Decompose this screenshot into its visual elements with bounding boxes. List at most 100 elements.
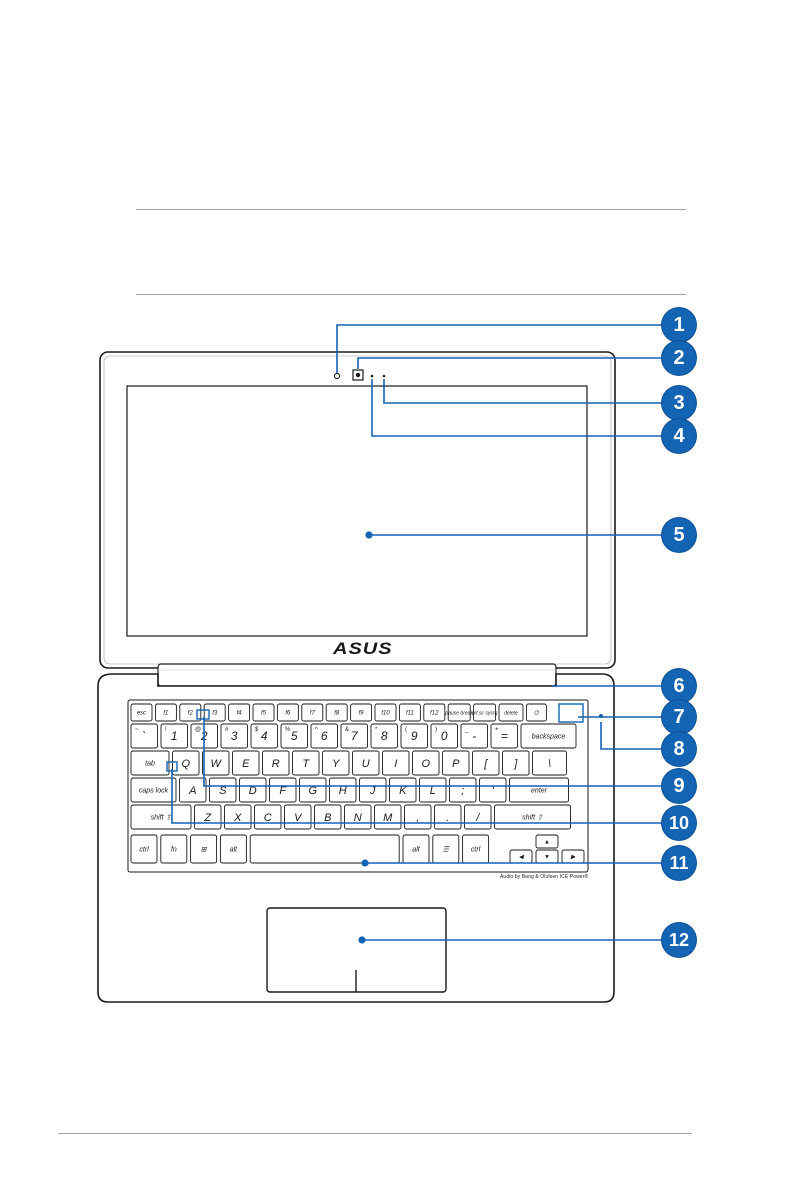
- callout-5: 5: [662, 518, 696, 552]
- power-button-highlight: [558, 703, 584, 723]
- key-f7-label: f7: [310, 711, 316, 717]
- key-key-2-label: ⊞: [201, 846, 208, 853]
- callout-7: 7: [662, 700, 696, 734]
- key-key-label: -: [472, 729, 476, 743]
- key-enter-label: enter: [531, 787, 548, 794]
- key-r-label: R: [272, 758, 280, 770]
- key-f1-label: f1: [163, 711, 168, 717]
- key-key-label: ]: [513, 758, 518, 770]
- key-keybackslash-label: \: [548, 758, 551, 770]
- key-6-shift-label: ^: [315, 727, 318, 733]
- key-h-label: H: [339, 785, 347, 797]
- key-keycomma-label: ,: [416, 812, 419, 824]
- ambient-light-sensor-icon: [382, 374, 386, 378]
- key-f12: [423, 703, 446, 722]
- key-f6: [276, 703, 299, 722]
- key-3-label: 3: [231, 729, 238, 743]
- key-8: [370, 723, 398, 749]
- callout-line-9: [203, 717, 662, 787]
- key-key-6-label: ☰: [443, 845, 450, 853]
- key-arrow-up: [535, 834, 559, 849]
- key-p-label: P: [452, 758, 460, 770]
- key-keysemicolon-label: ;: [461, 785, 464, 797]
- callout-line-1: [336, 324, 662, 373]
- key-4: [250, 723, 278, 749]
- key-key-label: ⏻: [534, 710, 540, 717]
- display-screen: [126, 385, 588, 637]
- key-e-label: E: [242, 758, 250, 770]
- key-c-label: C: [264, 812, 272, 824]
- key-arrow-left-label: ◀: [519, 855, 525, 861]
- key-key: [460, 723, 488, 749]
- key-8-label: 8: [381, 729, 388, 743]
- key-6-label: 6: [321, 729, 328, 743]
- key-l-label: L: [430, 785, 436, 797]
- key-f: [269, 777, 297, 803]
- key-a-label: A: [188, 785, 196, 797]
- key-a: [179, 777, 207, 803]
- key-f8-label: f8: [334, 711, 340, 717]
- key-8-shift-label: *: [375, 727, 378, 733]
- callout-line-4: [371, 379, 662, 437]
- key-9-label: 9: [411, 729, 418, 743]
- key-key: [472, 750, 500, 776]
- key-b-label: B: [324, 812, 331, 824]
- key-3: [220, 723, 248, 749]
- key-f3-label: f3: [212, 711, 218, 717]
- key-u-label: U: [362, 758, 370, 770]
- key-keyslash-label: /: [475, 812, 480, 824]
- key-keyquote: [479, 777, 507, 803]
- key-key-backtick: [130, 723, 158, 749]
- callout-line-2: [357, 357, 662, 369]
- top-rule: [136, 209, 686, 210]
- key-f5-label: f5: [261, 711, 267, 717]
- key-k-label: K: [399, 785, 407, 797]
- key-arrow-right-label: ▶: [570, 855, 576, 861]
- key-s-label: S: [219, 785, 227, 797]
- key-pause-break: [447, 703, 471, 722]
- key-1-shift-label: !: [165, 727, 167, 733]
- key-o-label: O: [421, 758, 430, 770]
- key-w: [202, 750, 230, 776]
- key-esc-label: esc: [137, 711, 146, 717]
- key-f11-label: f11: [406, 711, 414, 717]
- key-tab: [130, 750, 170, 776]
- key-2-shift-label: @: [195, 727, 201, 733]
- bottom-rule: [136, 294, 686, 295]
- callout-12: 12: [662, 923, 696, 957]
- key-3-shift-label: #: [225, 727, 229, 733]
- callout-1: 1: [662, 308, 696, 342]
- key-f2-label: f2: [188, 711, 194, 717]
- key-n-label: N: [354, 812, 362, 824]
- key-keyquote-label: ': [492, 785, 495, 797]
- hinge: [157, 663, 557, 687]
- key-key-shift-label: _: [464, 727, 469, 733]
- key-f4-label: f4: [237, 711, 243, 717]
- callout-2: 2: [662, 341, 696, 375]
- key-f8: [325, 703, 348, 722]
- key-backspace: [520, 723, 577, 749]
- key-f7: [301, 703, 324, 722]
- key-caps-lock: [130, 777, 177, 803]
- key-caps-lock-label: caps lock: [139, 787, 169, 794]
- key-arrow-down-label: ▼: [544, 855, 550, 861]
- key-delete-label: delete: [504, 710, 518, 716]
- key-key-2: [190, 834, 218, 864]
- key-1-label: 1: [171, 729, 178, 743]
- key-prt-sc-sysrq-label: prt sc sysrq: [471, 710, 498, 716]
- key-t: [292, 750, 320, 776]
- key-5: [280, 723, 308, 749]
- callout-8: 8: [662, 732, 696, 766]
- key-f9-label: f9: [359, 711, 365, 717]
- key-key-backtick-shift-label: ~: [135, 727, 139, 733]
- asus-logo: ASUS: [333, 639, 393, 659]
- key-f5: [252, 703, 275, 722]
- key-key-shift-label: +: [495, 727, 499, 733]
- key-spacebar: [249, 834, 400, 864]
- key-r: [262, 750, 290, 776]
- key-enter: [509, 777, 569, 803]
- callout-11: 11: [662, 846, 696, 880]
- key-prt-sc-sysrq: [473, 703, 497, 722]
- key-0: [430, 723, 458, 749]
